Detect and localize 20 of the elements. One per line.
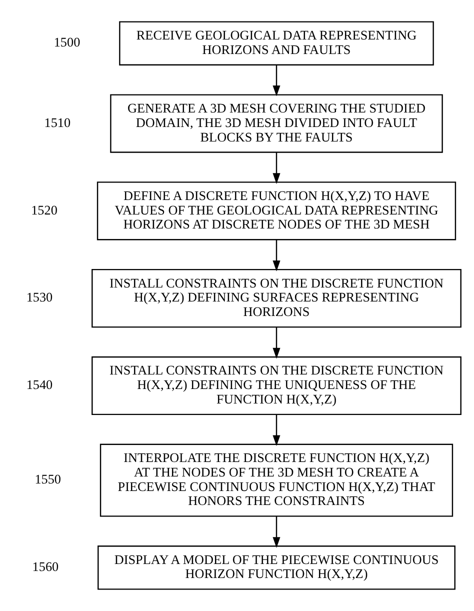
node-box: GENERATE A 3D MESH COVERING THE STUDIED DOMAIN, THE 3D MESH DIVIDED INTO FAULT BLOCKS BY THE FAULTS xyxy=(110,94,443,153)
arrow xyxy=(272,64,280,96)
arrow xyxy=(272,240,280,272)
node-label: 1520 xyxy=(31,202,58,218)
arrow xyxy=(272,516,280,548)
node-box: DEFINE A DISCRETE FUNCTION H(X,Y,Z) TO HAVE VALUES OF THE GEOLOGICAL DATA REPRESENTING HORIZONS AT DISCRETE NODES OF THE 3D MESH xyxy=(96,182,456,240)
node-label: 1540 xyxy=(26,377,53,392)
node-label: 1530 xyxy=(26,290,53,305)
node-box: INSTALL CONSTRAINTS ON THE DISCRETE FUNCTION H(X,Y,Z) DEFINING SURFACES REPRESENTING HORIZONS xyxy=(92,268,462,328)
node-box: DISPLAY A MODEL OF THE PIECEWISE CONTINUOUS HORIZON FUNCTION H(X,Y,Z) xyxy=(98,546,456,590)
arrow xyxy=(272,327,280,359)
node-box: RECEIVE GEOLOGICAL DATA REPRESENTING HORIZONS AND FAULTS xyxy=(119,21,434,66)
node-box: INTERPOLATE THE DISCRETE FUNCTION H(X,Y,Z) AT THE NODES OF THE 3D MESH TO CREATE A PIECEWISE CONTINUOUS FUNCTION H(X,Y,Z) THAT HONORS THE CONSTRAINTS xyxy=(100,444,454,517)
arrow xyxy=(272,414,280,446)
arrow xyxy=(272,152,280,184)
node-label: 1500 xyxy=(54,34,80,50)
node-label: 1550 xyxy=(34,472,62,487)
node-label: 1560 xyxy=(32,559,59,574)
node-box: INSTALL CONSTRAINTS ON THE DISCRETE FUNCTION H(X,Y,Z) DEFINING THE UNIQUENESS OF THE FUNCTION H(X,Y,Z) xyxy=(92,356,462,416)
node-label: 1510 xyxy=(44,114,71,130)
